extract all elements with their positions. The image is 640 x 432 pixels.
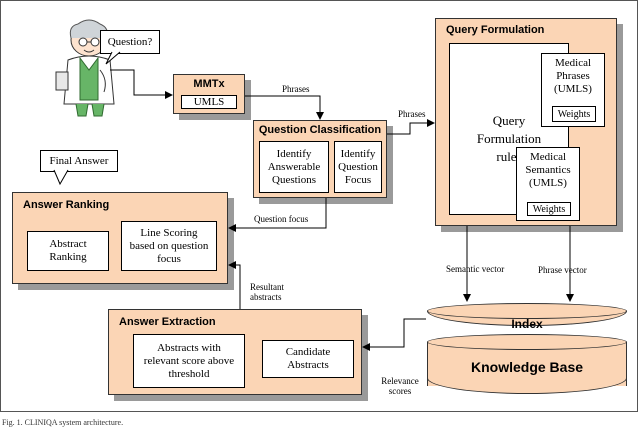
- arrow-mmtx-qc: [245, 95, 324, 120]
- identify-focus-box: Identify Question Focus: [334, 141, 382, 193]
- mmtx-box: MMTx UMLS: [173, 74, 245, 114]
- abstracts-relevant-box: Abstracts with relevant score above thre…: [133, 334, 245, 388]
- arrow-extraction-ranking: [228, 261, 241, 309]
- arrow-qc-qf: [387, 119, 435, 135]
- candidate-abstracts-box: Candidate Abstracts: [262, 340, 354, 378]
- arrow-qc-ranking: [228, 198, 327, 232]
- abstract-ranking-box: Abstract Ranking: [27, 231, 109, 271]
- question-bubble: Question?: [100, 30, 160, 54]
- label-resultant-abstracts: Resultant abstracts: [250, 282, 284, 302]
- question-bubble-tail: [105, 51, 121, 65]
- final-answer-bubble-tail: [53, 169, 69, 186]
- mmtx-title: MMTx: [193, 78, 225, 90]
- medical-phrases-label: Medical Phrases (UMLS): [554, 57, 592, 95]
- query-formulation-box: Query Formulation Query Formulation rule…: [435, 18, 617, 226]
- arrow-index-extraction: [362, 318, 426, 351]
- label-relevance-scores: Relevance scores: [381, 376, 419, 396]
- mmtx-umls: UMLS: [181, 95, 237, 109]
- final-answer-bubble: Final Answer: [40, 150, 118, 172]
- line-scoring-box: Line Scoring based on question focus: [121, 221, 217, 271]
- label-phrases-1: Phrases: [282, 84, 310, 94]
- identify-answerable-box: Identify Answerable Questions: [259, 141, 329, 193]
- question-classification-title: Question Classification: [258, 124, 382, 136]
- arrow-doctor-mmtx: [110, 69, 173, 99]
- answer-extraction-title: Answer Extraction: [119, 316, 216, 328]
- medical-phrases-box: Medical Phrases (UMLS) Weights: [541, 53, 605, 127]
- question-classification-box: Question Classification Identify Answera…: [253, 120, 387, 198]
- label-question-focus: Question focus: [254, 214, 309, 224]
- label-phrases-2: Phrases: [398, 109, 426, 119]
- medical-semantics-label: Medical Semantics (UMLS): [525, 151, 571, 189]
- weights-1: Weights: [552, 106, 596, 122]
- label-semantic-vector: Semantic vector: [446, 264, 505, 274]
- index-top: [427, 303, 627, 319]
- figure-caption: Fig. 1. CLINIQA system architecture.: [2, 418, 124, 427]
- diagram-frame: [0, 0, 638, 412]
- kb-top: [427, 334, 627, 350]
- weights-2: Weights: [527, 202, 571, 216]
- answer-ranking-box: Answer Ranking Abstract Ranking Line Sco…: [12, 192, 228, 284]
- answer-ranking-title: Answer Ranking: [23, 199, 110, 211]
- index-label: Index: [511, 317, 543, 331]
- label-phrase-vector: Phrase vector: [538, 265, 587, 275]
- query-formulation-title: Query Formulation: [446, 24, 545, 36]
- kb-label: Knowledge Base: [470, 359, 584, 375]
- medical-semantics-box: Medical Semantics (UMLS) Weights: [516, 147, 580, 221]
- answer-extraction-box: Answer Extraction Abstracts with relevan…: [108, 309, 362, 395]
